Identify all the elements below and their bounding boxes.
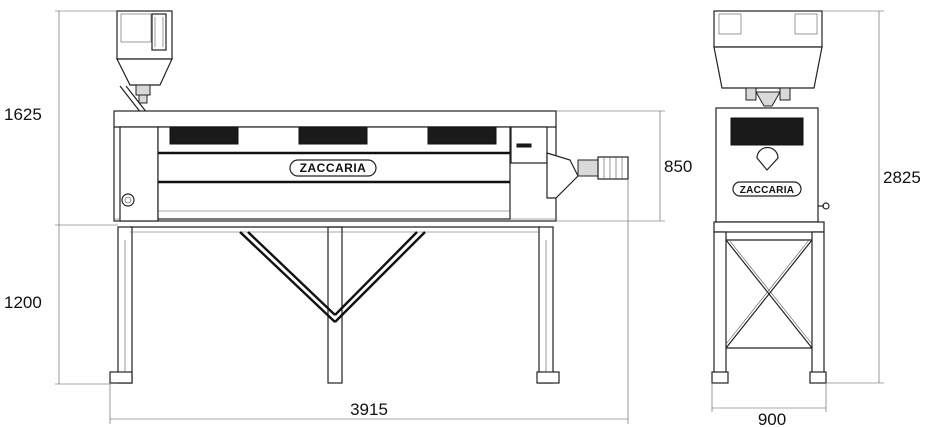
dim-length-total: 3915 xyxy=(350,400,388,419)
front-frame xyxy=(711,221,827,384)
dim-width-total: 900 xyxy=(758,410,786,427)
dim-height-upper: 1625 xyxy=(4,105,42,124)
dim-height-total: 2825 xyxy=(883,168,921,187)
front-brand-text: ZACCARIA xyxy=(740,185,795,196)
side-brand-logo: ZACCARIA xyxy=(289,159,377,177)
front-machine-body: ZACCARIA xyxy=(715,107,830,223)
dimension-lines xyxy=(55,10,884,424)
dim-height-lower: 1200 xyxy=(4,293,42,312)
front-view: ZACCARIA xyxy=(711,10,830,384)
side-brand-text: ZACCARIA xyxy=(300,161,367,175)
side-motor xyxy=(546,152,629,199)
side-view: ZACCARIA xyxy=(109,10,629,384)
side-machine-body xyxy=(113,110,557,222)
front-hopper xyxy=(713,10,823,107)
dim-height-body: 850 xyxy=(664,157,692,176)
side-frame xyxy=(109,226,560,384)
side-hopper xyxy=(116,10,173,128)
